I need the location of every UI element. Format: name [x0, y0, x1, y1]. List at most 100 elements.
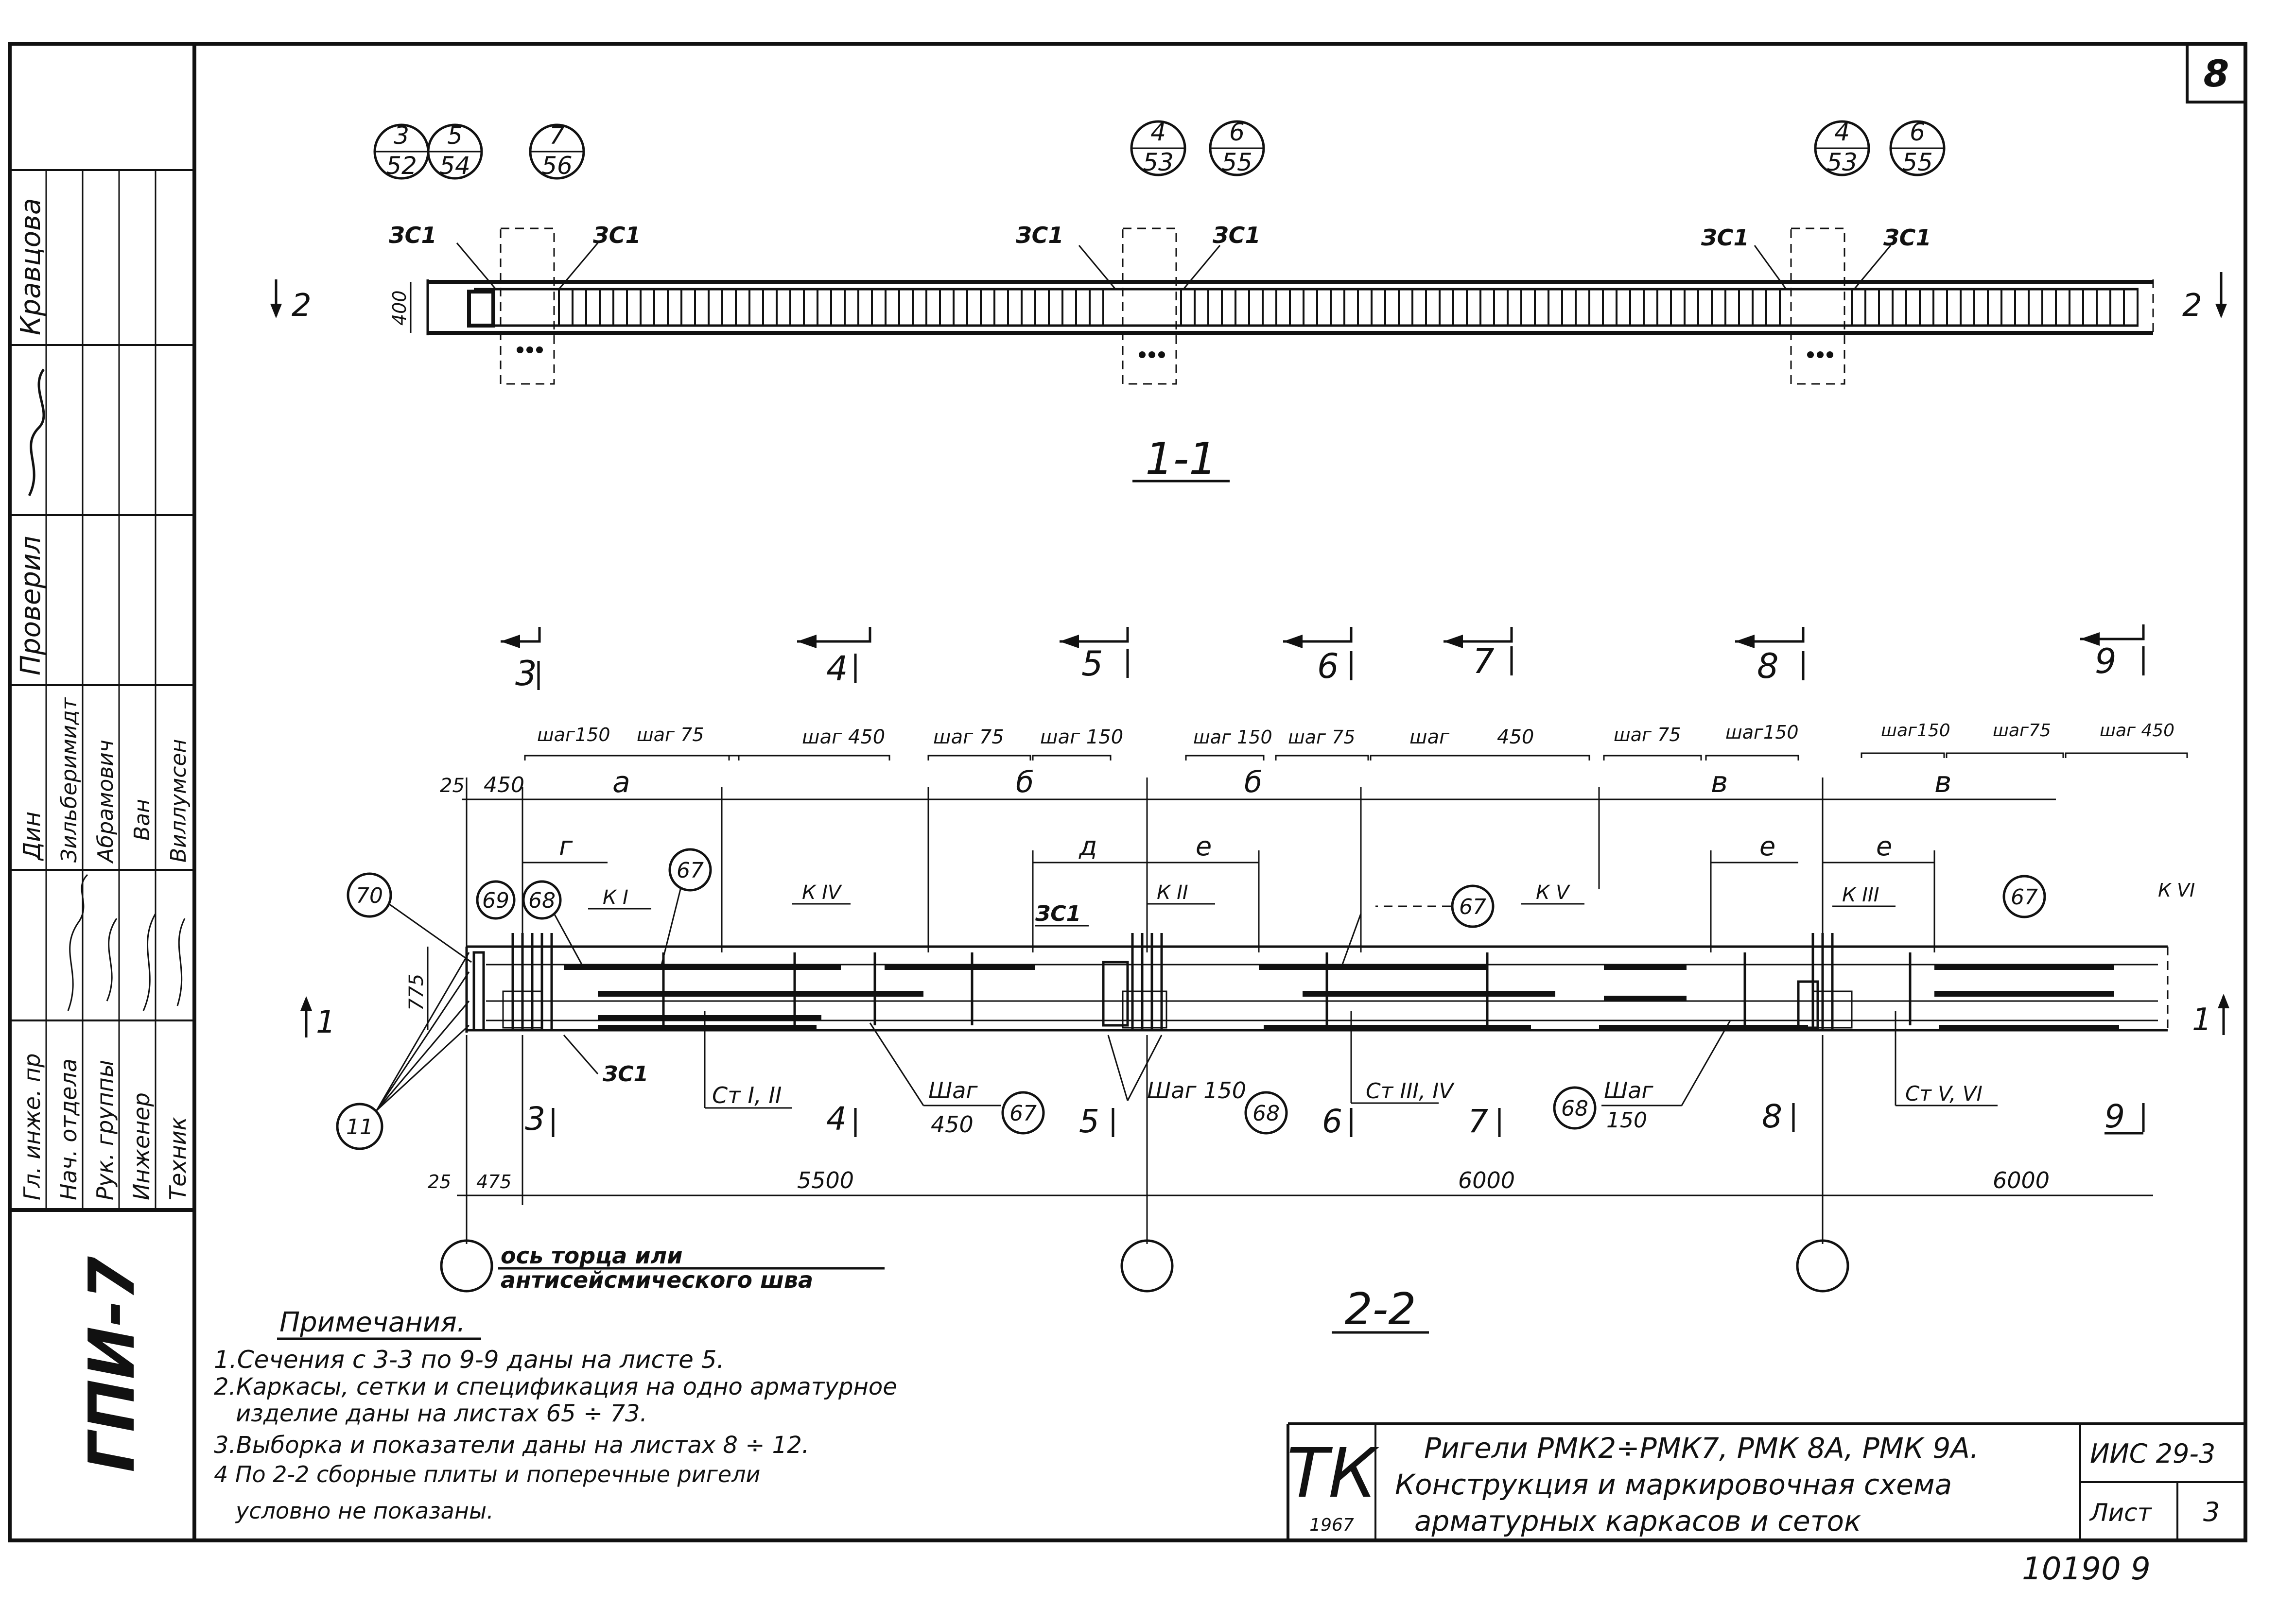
bubble-6-bottom: 53 [1826, 148, 1858, 176]
section-mark-7-top: 7 [1473, 641, 1495, 681]
stirrup-cluster-left [472, 933, 553, 1032]
stamp-name-3: Ван [130, 799, 155, 841]
step-labels: шаг150 шаг 75 шаг 450 шаг 75 шаг 150 шаг… [524, 721, 2188, 760]
step-note-2: 450 [931, 1111, 974, 1138]
span-d: д [1078, 831, 1097, 862]
section-mark-5-bottom: 5 [1079, 1103, 1099, 1140]
stamp-text: ГПИ-7 Гл. инже. пр Нач. отдела Рук. груп… [15, 198, 191, 1472]
stamp-name-4: Виллумсен [166, 739, 191, 863]
bubble-7-bottom: 55 [1902, 148, 1933, 176]
stamp-role-4: Инженер [128, 1092, 155, 1200]
note-2: 2.Каркасы, сетки и спецификация на одно … [214, 1373, 897, 1400]
step-14: шаг 450 [2100, 721, 2174, 741]
step-9: 450 [1497, 726, 1534, 748]
step-note-4: Шаг [1604, 1077, 1653, 1104]
stirrup-ladder [558, 289, 2139, 326]
section-mark-9-top: 9 [2095, 641, 2117, 681]
section-mark-4-top: 4 [826, 649, 848, 689]
doc-code: ИИС 29-3 [2090, 1438, 2215, 1469]
section-mark-6-top: 6 [1317, 646, 1339, 686]
section-mark-4-bottom: 4 [826, 1100, 847, 1138]
axis-note-2: антисейсмического шва [501, 1267, 813, 1293]
callout-68-c: 68 [1561, 1096, 1588, 1121]
axis-circle-1 [440, 1239, 493, 1293]
title-line-2: Конструкция и маркировочная схема [1395, 1468, 1952, 1501]
step-13: шаг75 [1993, 721, 2051, 741]
bubble-1-bottom: 52 [386, 152, 417, 180]
notes: Примечания. 1.Сечения с 3-3 по 9-9 даны … [214, 1307, 897, 1524]
section-mark-9-bottom: 9 [2105, 1098, 2125, 1135]
step-10: шаг 75 [1614, 724, 1681, 745]
bubble-2-top: 5 [447, 121, 463, 150]
dim-top: 25 450 а б б в в г д е е е [440, 765, 2056, 952]
note-3: 3.Выборка и показатели даны на листах 8 … [214, 1432, 809, 1459]
step-3: шаг 450 [802, 726, 885, 748]
frame-k4: К IV [802, 881, 842, 904]
bubble-1-top: 3 [394, 121, 409, 150]
cut-mark-1-right: 1 [2192, 1002, 2212, 1038]
span-e2: е [1759, 831, 1775, 862]
cut-mark-1-left: 1 [316, 1004, 336, 1040]
callout-67-d: 67 [1009, 1101, 1037, 1126]
sheet-label: Лист [2089, 1499, 2153, 1527]
rod-st-5-6: Ст V, VI [1905, 1082, 1983, 1106]
span-b1: б [1016, 765, 1034, 799]
dim-5500: 5500 [797, 1167, 854, 1193]
cut-mark-2-left: 2 [292, 288, 312, 324]
title-block: ТК 1967 Ригели РМК2÷РМК7, РМК 8А, РМК 9А… [1287, 1422, 2245, 1540]
stamp-name-1: Зильберимидт [57, 697, 82, 863]
section22-title: 2-2 [1345, 1284, 1416, 1335]
zs-label-4: ЗС1 [1212, 222, 1260, 248]
step-2: шаг 75 [637, 724, 704, 745]
stamp-role-5: Техник [165, 1117, 191, 1200]
dim-bottom: 25 475 5500 6000 6000 [428, 1035, 2153, 1244]
bubble-3-top: 7 [549, 121, 565, 150]
callouts: 70 69 68 67 67 67 11 67 68 [336, 848, 2046, 1150]
span-v1: в [1711, 765, 1728, 799]
callout-67-c: 67 [2011, 885, 2038, 910]
zs-label-3: ЗС1 [1015, 222, 1063, 248]
support-dots [517, 346, 1833, 358]
logo-year: 1967 [1309, 1515, 1354, 1535]
bubble-6-top: 4 [1834, 118, 1850, 146]
stamp-name-2: Абрамович [93, 740, 118, 864]
stamp-role-1: Гл. инже. пр [19, 1053, 45, 1200]
sheet-frame [8, 42, 2247, 1542]
span-g: г [559, 831, 573, 862]
span-a: а [612, 765, 630, 799]
org-code: ГПИ-7 [75, 1256, 149, 1472]
stamp-checked-label: Проверил [15, 536, 47, 675]
bubble-5-bottom: 55 [1221, 148, 1252, 176]
axis-note-1: ось торца или [501, 1243, 682, 1269]
note-4-cont: условно не показаны. [235, 1498, 494, 1524]
section-mark-8-top: 8 [1757, 646, 1779, 686]
section-mark-3-bottom: 3 [525, 1100, 545, 1138]
bubble-7-top: 6 [1910, 118, 1925, 146]
step-6: шаг 150 [1193, 726, 1272, 748]
archive-number: 10190 9 [2022, 1551, 2151, 1587]
dim-475: 475 [476, 1171, 512, 1192]
sheet-number-box: 8 [2186, 42, 2247, 104]
bubble-3-bottom: 56 [541, 152, 573, 180]
step-note-5: 150 [1606, 1108, 1647, 1133]
title-line-3: арматурных каркасов и сеток [1414, 1504, 1861, 1538]
bubble-group-right: 4 53 6 55 [1814, 118, 1946, 176]
bubble-4-bottom: 53 [1143, 148, 1174, 176]
section11-height: 400 [389, 290, 410, 326]
section-mark-3-top: 3 [515, 654, 537, 693]
axis-circle-3 [1796, 1239, 1849, 1293]
section-mark-8-bottom: 8 [1762, 1098, 1782, 1135]
section-mark-5-top: 5 [1081, 644, 1103, 684]
callout-68-b: 68 [1252, 1101, 1280, 1126]
callout-68: 68 [528, 888, 556, 913]
section-2-2: 3 4 5 6 7 8 9 шаг150 шаг 75 шаг 450 шаг … [300, 624, 2229, 1335]
stamp-role-2: Нач. отдела [55, 1058, 82, 1200]
step-5: шаг 150 [1040, 726, 1123, 748]
dim-25-top: 25 [440, 775, 465, 797]
stamp-role-3: Рук. группы [92, 1060, 118, 1200]
rod-st-3-4: Ст III, IV [1366, 1079, 1455, 1104]
frame-k6: К VI [2158, 880, 2195, 901]
bubble-5-top: 6 [1229, 118, 1245, 146]
frame-k3: К III [1842, 884, 1879, 906]
step-note-1: Шаг [928, 1077, 978, 1104]
